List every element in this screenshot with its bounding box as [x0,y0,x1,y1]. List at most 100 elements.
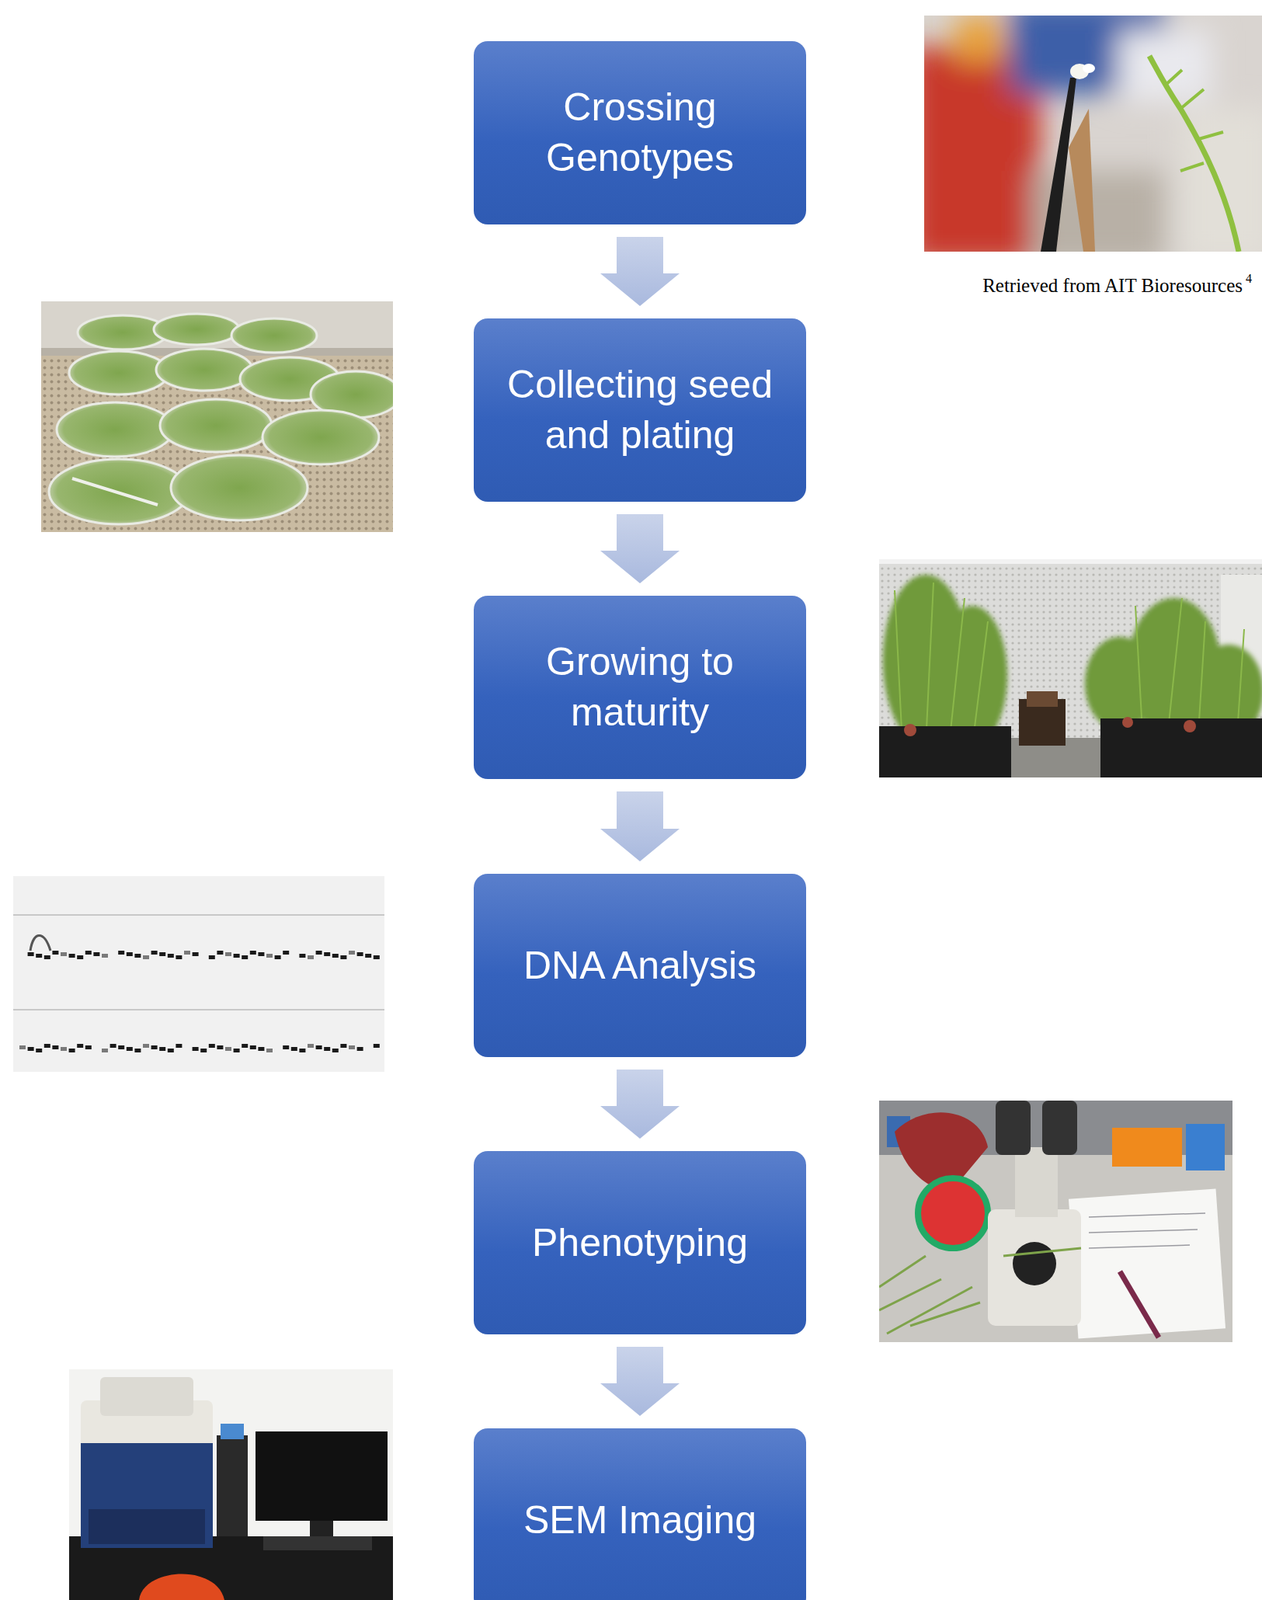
gel-band [225,1046,232,1051]
gel-band [257,952,265,957]
process-box: SEM Imaging [473,1428,807,1600]
gel-band [332,1048,339,1053]
gel-band [134,953,141,958]
gel-band [69,953,76,958]
gel-band [208,1043,216,1048]
gel-band [348,950,355,955]
box-label: Growing to maturity [490,636,790,738]
gel-band [118,950,125,955]
gel-band [291,1046,298,1051]
gel-band [266,953,273,958]
flow-arrow [600,791,680,862]
process-box: Crossing Genotypes [473,41,807,225]
gel-band [298,1048,306,1053]
box-label: Crossing Genotypes [490,82,790,184]
microscope-photo [879,1100,1233,1342]
gel-band [159,1046,166,1051]
gel-band [307,1043,314,1048]
gel-band [323,1046,331,1051]
gel-band [307,955,314,960]
gel-photo [13,876,385,1072]
gel-band [126,952,133,957]
gel-band [69,1048,76,1053]
gel-band [118,1045,125,1050]
gel-band [373,955,380,960]
gel-band [332,953,339,958]
gel-band [357,952,364,957]
gel-band [19,1045,26,1050]
gel-band [241,1043,248,1048]
gel-band [357,1046,364,1051]
gel-band [282,1045,289,1050]
gel-band [85,950,92,955]
process-box: DNA Analysis [473,873,807,1057]
gel-band [52,1045,59,1050]
gel-band [373,1043,380,1048]
gel-band [101,953,108,958]
reference-number: 4 [1245,271,1252,286]
gel-band [216,1045,223,1050]
gel-band [175,955,182,960]
flow-arrow [600,236,680,306]
petri-dish-photo [41,301,393,532]
gel-band [298,953,306,958]
gel-band [35,1048,42,1053]
box-label: Phenotyping [531,1217,748,1269]
gel-band [340,955,347,960]
gel-band [27,1046,35,1051]
gel-band [208,955,216,960]
process-box: Collecting seed and plating [473,318,807,502]
gel-band [167,1048,174,1053]
image-credit: Retrieved from AIT Bioresources [982,274,1243,297]
gel-band [250,1045,257,1050]
gel-band [151,1045,158,1050]
gel-band [151,950,158,955]
box-label: SEM Imaging [523,1494,757,1546]
gel-band [110,1043,117,1048]
gel-band [340,1043,347,1048]
gel-band [27,952,35,957]
gel-band [44,955,51,960]
gel-band [192,952,199,957]
gel-band [257,1046,265,1051]
growth-chamber-photo [879,559,1262,778]
gel-band [101,1048,108,1053]
gel-band [85,1045,92,1050]
box-label: DNA Analysis [523,940,757,991]
crossing-photo [924,15,1262,252]
process-box: Phenotyping [473,1150,807,1335]
gel-band [167,953,174,958]
gel-band [316,1045,323,1050]
flow-arrow [600,514,680,584]
gel-band [44,1043,51,1048]
gel-band [200,1048,207,1053]
gel-band [225,952,232,957]
gel-band [282,950,289,955]
gel-band [60,1046,67,1051]
box-label: Collecting seed and plating [490,359,790,461]
flow-arrow [600,1069,680,1139]
gel-band [134,1048,141,1053]
gel-band [274,955,282,960]
gel-band [323,952,331,957]
gel-band [250,950,257,955]
process-box: Growing to maturity [473,595,807,779]
gel-band [60,952,67,957]
gel-band [76,1043,84,1048]
gel-band [35,953,42,958]
gel-band [192,1046,199,1051]
flow-arrow [600,1346,680,1416]
gel-band [126,1046,133,1051]
gel-band [233,1048,240,1053]
sem-photo [69,1369,393,1600]
gel-band [184,950,191,955]
gel-band [266,1048,273,1053]
gel-band [142,955,150,960]
gel-band [241,955,248,960]
gel-band [159,952,166,957]
gel-band [175,1043,182,1048]
gel-band [93,952,100,957]
gel-band [365,953,372,958]
gel-band [233,953,240,958]
